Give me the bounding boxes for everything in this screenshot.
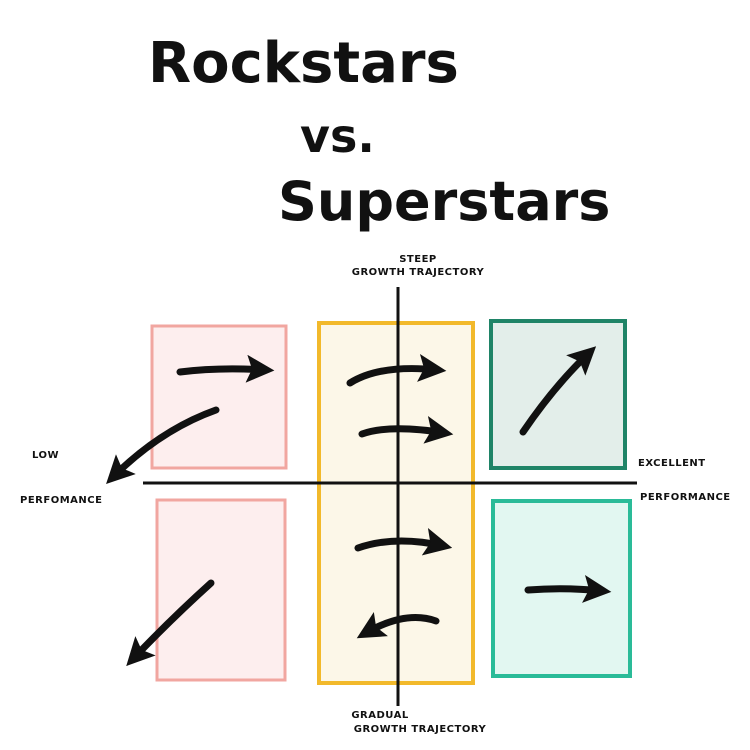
right-axis-label-2: PERFORMANCE bbox=[640, 492, 731, 503]
left-axis-label-2: PERFOMANCE bbox=[20, 495, 102, 506]
title-vs: vs. bbox=[300, 109, 375, 163]
bottom-axis-label-2: GROWTH TRAJECTORY bbox=[354, 724, 487, 735]
arrow-down-left-icon bbox=[106, 406, 220, 484]
left-axis-label-1: LOW bbox=[32, 450, 59, 461]
arrow-right-icon bbox=[176, 354, 275, 383]
top-axis-label-2: GROWTH TRAJECTORY bbox=[352, 267, 485, 278]
arrow-right-icon bbox=[524, 575, 612, 603]
arrow-down-left-icon bbox=[126, 579, 215, 667]
mid-box bbox=[317, 321, 475, 685]
curved-arrow-right-icon bbox=[354, 528, 453, 556]
title-superstars: Superstars bbox=[278, 170, 610, 233]
curved-arrow-right-icon bbox=[346, 354, 447, 387]
title-rockstars: Rockstars bbox=[148, 31, 459, 96]
curved-arrow-right-icon bbox=[358, 416, 454, 444]
top-axis-label-1: STEEP bbox=[399, 254, 437, 265]
right-axis-label-1: EXCELLENT bbox=[638, 458, 706, 469]
low-bottom-box bbox=[155, 498, 287, 682]
low-top-box bbox=[150, 324, 288, 470]
bottom-axis-label-1: GRADUAL bbox=[351, 710, 409, 721]
curved-arrow-left-icon bbox=[356, 612, 440, 639]
superstar-box bbox=[489, 319, 627, 470]
arrow-up-right-icon bbox=[519, 346, 597, 436]
